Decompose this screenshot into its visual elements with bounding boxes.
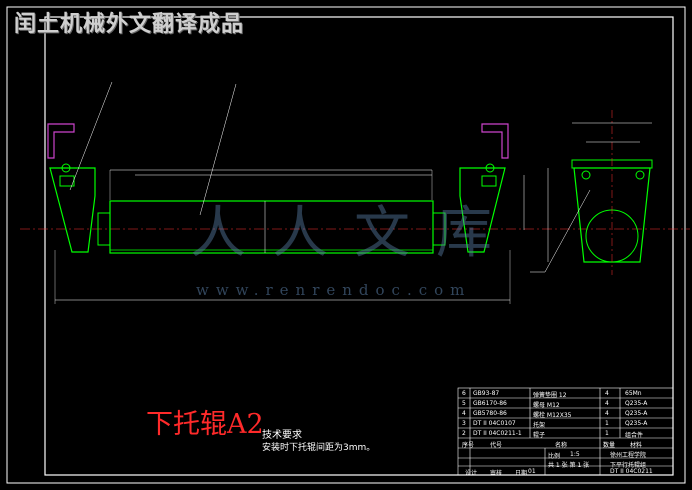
sheet-text: 共 1 张 第 1 张 xyxy=(548,462,590,469)
left-bracket-top xyxy=(47,123,75,159)
part-qty: 4 xyxy=(605,400,609,407)
drawing-name: 下平行托辊组 xyxy=(610,462,647,469)
right-nut xyxy=(481,175,497,187)
header-qty: 数量 xyxy=(603,442,616,449)
part-no: 5 xyxy=(462,400,466,407)
part-no: 4 xyxy=(462,410,466,417)
part-material: 组合件 xyxy=(625,432,644,439)
notes-text: 安装时下托辊间距为3mm。 xyxy=(262,443,376,453)
part-code: GB93-87 xyxy=(473,390,500,397)
header-name: 名称 xyxy=(555,442,568,449)
header-no: 序号 xyxy=(462,442,475,449)
part-qty: 1 xyxy=(605,430,609,437)
side-bracket xyxy=(573,167,651,263)
header-material: 材料 xyxy=(630,442,643,449)
footer-design: 设计 xyxy=(465,470,478,477)
drawing-frame xyxy=(44,16,674,476)
part-material: 65Mn xyxy=(625,390,642,397)
part-qty: 4 xyxy=(605,410,609,417)
header-code: 代号 xyxy=(490,442,503,449)
footer-review: 审核 xyxy=(490,470,503,477)
watermark-logo: 人人文库 xyxy=(190,201,518,266)
part-code: GB5780-86 xyxy=(473,410,507,417)
scale-label: 比例 xyxy=(548,453,561,460)
drawing-title: 下托辊A2 xyxy=(146,409,264,440)
part-name: 螺母 M12 xyxy=(533,402,560,409)
part-code: DT II 04C0107 xyxy=(473,420,516,427)
part-no: 3 xyxy=(462,420,466,427)
leader-1 xyxy=(69,81,113,191)
scale-value: 1:5 xyxy=(570,451,580,458)
notes-heading: 技术要求 xyxy=(262,430,302,441)
right-bolt xyxy=(485,163,495,173)
watermark-url: www.renrendoc.com xyxy=(196,281,472,299)
right-bracket xyxy=(459,167,506,253)
part-name: 弹簧垫圈 12 xyxy=(533,392,567,399)
part-code: DT II 04C0211-1 xyxy=(473,430,522,437)
part-name: 辊子 xyxy=(533,432,546,439)
left-bolt xyxy=(61,163,71,173)
leader-3 xyxy=(544,189,591,273)
part-qty: 1 xyxy=(605,420,609,427)
left-nut xyxy=(59,175,75,187)
right-bracket-top xyxy=(481,123,509,159)
side-bolt-left xyxy=(581,170,591,180)
part-qty: 4 xyxy=(605,390,609,397)
part-no: 6 xyxy=(462,390,466,397)
part-code: GB6170-86 xyxy=(473,400,507,407)
part-no: 2 xyxy=(462,430,466,437)
quantity-note: 01 xyxy=(528,468,536,475)
side-bolt-right xyxy=(635,170,645,180)
roller-end-left xyxy=(97,212,111,246)
school-name: 徐州工程学院 xyxy=(610,452,647,459)
leader-2 xyxy=(199,83,237,216)
part-material: Q235-A xyxy=(625,420,648,427)
part-name: 螺栓 M12X35 xyxy=(533,412,572,419)
part-name: 托架 xyxy=(533,422,546,429)
part-material: Q235-A xyxy=(625,400,648,407)
sheet-border xyxy=(6,6,686,484)
left-bracket xyxy=(49,167,96,253)
header-banner: 闰土机械外文翻译成品 xyxy=(14,12,245,37)
part-material: Q235-A xyxy=(625,410,648,417)
roller-end-right xyxy=(432,212,446,246)
drawing-number: DT II 04C0211 xyxy=(610,468,653,475)
footer-date: 日期 xyxy=(515,470,528,477)
title-block xyxy=(457,387,674,476)
